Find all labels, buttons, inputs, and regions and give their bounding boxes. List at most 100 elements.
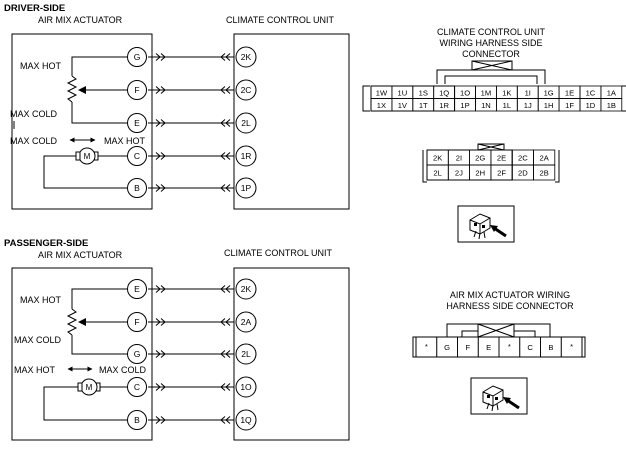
connector-cell: 1B: [600, 98, 623, 112]
connector-pin-label: 1J: [524, 101, 532, 110]
connector-cell: 1J: [516, 98, 539, 112]
connector-pin-label: 1N: [481, 101, 491, 110]
connector-pin-label: 2E: [497, 154, 506, 163]
driver-max-hot-label: MAX HOT: [20, 61, 62, 71]
connector-pin-label: 1R: [439, 101, 449, 110]
connector-cell: 1D: [579, 98, 602, 112]
ccu-connector-title-line2: WIRING HARNESS SIDE: [439, 38, 542, 48]
actuator-pin-label: F: [134, 317, 139, 327]
passenger-max-cold-label: MAX COLD: [14, 335, 62, 345]
passenger-side-title: PASSENGER-SIDE: [4, 238, 88, 249]
driver-motor-symbol: M: [84, 152, 91, 161]
passenger-motor-cold-label: MAX COLD: [99, 365, 147, 375]
connector-cell: 1P: [454, 98, 476, 112]
wire-row: B 1P: [127, 177, 257, 199]
connector-pin-label: G: [444, 343, 450, 352]
connector-cell: 1F: [558, 98, 581, 112]
connector-pin-label: 2D: [518, 169, 528, 178]
connector-pin-label: B: [548, 343, 553, 352]
connector-pin-label: 1T: [419, 101, 428, 110]
passenger-potentiometer: [66, 288, 136, 355]
connector-pin-label: 2L: [433, 169, 441, 178]
driver-motor: MAX COLD MAX HOT M: [10, 136, 146, 189]
connector-cell: 1G: [537, 85, 560, 99]
connector-cell: 1L: [495, 98, 518, 112]
connector-pin-label: 1U: [397, 88, 407, 97]
connector-plug-icon: [457, 205, 515, 243]
actuator-pin-label: G: [134, 349, 141, 359]
ccu-pin-label: 2L: [241, 349, 251, 359]
actuator-pin-label: B: [134, 183, 140, 193]
connector-pin-label: 1M: [481, 88, 492, 97]
passenger-side-section: PASSENGER-SIDE AIR MIX ACTUATOR CLIMATE …: [4, 238, 350, 441]
connector-cell: 1I: [516, 85, 539, 99]
connector-cell: 1N: [475, 98, 497, 112]
wire-row: F 2A: [127, 311, 257, 333]
driver-ccu-box: [233, 33, 350, 210]
connector-pin-label: 1V: [398, 101, 408, 110]
connector-pin-label: 1G: [544, 88, 554, 97]
actuator-pin-label: G: [134, 52, 141, 62]
ccu-pin-label: 1O: [240, 382, 252, 392]
connector-cell: 1A: [600, 85, 623, 99]
connector-cell: 1O: [454, 85, 476, 99]
connector-pin-label: *: [570, 342, 573, 351]
ccu-pin-label: 1Q: [240, 415, 252, 425]
wire-row: G 2L: [127, 343, 257, 365]
passenger-motor-symbol: M: [86, 383, 93, 392]
connector-pin-label: 1W: [376, 88, 388, 97]
driver-potentiometer: [66, 56, 136, 124]
connector-pin-label: 2J: [455, 169, 463, 178]
ccu-pin-label: 2K: [241, 52, 252, 62]
ccu-pin-label: 2L: [241, 118, 251, 128]
actuator-connector-title-line1: AIR MIX ACTUATOR WIRING: [450, 290, 570, 300]
driver-side-section: DRIVER-SIDE AIR MIX ACTUATOR CLIMATE CON…: [4, 3, 350, 210]
passenger-actuator-title: AIR MIX ACTUATOR: [38, 250, 123, 260]
connector-pin-label: C: [527, 343, 533, 352]
connector-cell: 1K: [495, 85, 518, 99]
connector-cell: 2C: [511, 149, 534, 166]
connector-pin-label: 1K: [502, 88, 511, 97]
connector-pin-label: 1Q: [439, 88, 449, 97]
connector-pin-label: 1L: [503, 101, 511, 110]
driver-ccu-title: CLIMATE CONTROL UNIT: [226, 15, 335, 25]
driver-motor-hot-label: MAX HOT: [104, 136, 146, 146]
connector-cell: 1C: [579, 85, 602, 99]
ccu-connector-title-line1: CLIMATE CONTROL UNIT: [437, 27, 546, 37]
driver-actuator-box: [11, 33, 153, 210]
connector-pin-label: 1B: [607, 101, 616, 110]
ccu-pin-label: 1P: [241, 183, 252, 193]
connector-pin-label: 1A: [607, 88, 617, 97]
ccu-connector-title-line3: CONNECTOR: [462, 49, 520, 59]
connector-pin-label: 1E: [565, 88, 574, 97]
passenger-motor-hot-label: MAX HOT: [14, 365, 56, 375]
connector-pin-label: E: [486, 343, 491, 352]
actuator-pin-label: C: [134, 382, 140, 392]
connector-cell: 1H: [537, 98, 560, 112]
connector-pin-label: 1O: [460, 88, 470, 97]
actuator-pin-label: E: [134, 284, 140, 294]
ccu-connector-diagram: CLIMATE CONTROL UNIT WIRING HARNESS SIDE…: [362, 27, 626, 112]
wire-row: C 1O: [127, 376, 257, 398]
driver-motor-cold-label: MAX COLD: [10, 136, 58, 146]
connector-pin-label: 2K: [433, 154, 442, 163]
actuator-connector-diagram: AIR MIX ACTUATOR WIRING HARNESS SIDE CON…: [412, 290, 586, 358]
ccu-pin-label: 2A: [241, 317, 252, 327]
driver-actuator-title: AIR MIX ACTUATOR: [38, 15, 123, 25]
connector-cell: *: [560, 336, 583, 358]
passenger-ccu-title: CLIMATE CONTROL UNIT: [224, 248, 333, 258]
ccu-pin-label: 2K: [241, 284, 252, 294]
actuator-connector-title-line2: HARNESS SIDE CONNECTOR: [446, 301, 574, 311]
passenger-motor: MAX HOT MAX COLD M: [14, 365, 147, 421]
connector-pin-label: 1C: [586, 88, 596, 97]
connector-pin-label: 2A: [540, 154, 550, 163]
connector-pin-label: 2I: [456, 154, 462, 163]
connector-pin-label: 2F: [497, 169, 506, 178]
